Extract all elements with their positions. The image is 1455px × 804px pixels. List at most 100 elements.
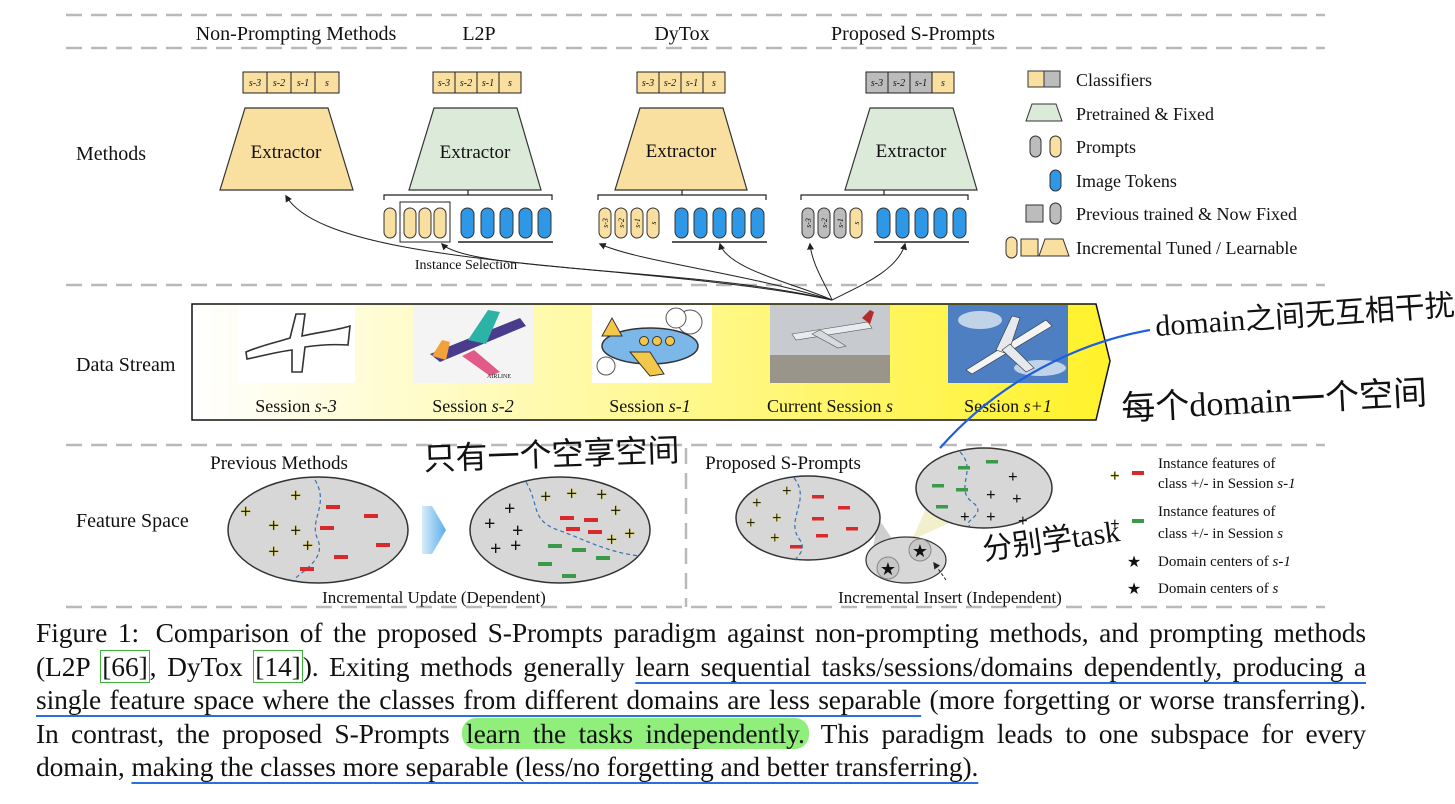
svg-text:AIRLINE: AIRLINE <box>487 374 511 380</box>
session-image-infographic: AIRLINE <box>413 305 533 383</box>
caption-text: , DyTox <box>149 650 254 682</box>
svg-text:+: + <box>240 501 251 523</box>
caption-text: This paradigm leads to one subspace for … <box>36 717 1367 783</box>
incremental-insert-label: Incremental Insert (Independent) <box>838 588 1062 607</box>
svg-text:Extractor: Extractor <box>440 142 511 163</box>
svg-text:s-3: s-3 <box>249 78 261 89</box>
update-arrow <box>422 506 446 554</box>
svg-text:+: + <box>1018 511 1028 530</box>
svg-text:s-3: s-3 <box>642 78 654 89</box>
svg-text:+: + <box>606 529 617 551</box>
svg-text:+: + <box>268 515 279 537</box>
svg-text:+: + <box>566 483 577 505</box>
row-label-methods: Methods <box>76 143 146 165</box>
svg-text:s-2: s-2 <box>617 218 626 228</box>
session-image-cartoon <box>592 305 712 383</box>
row-label-feature-space: Feature Space <box>76 510 189 532</box>
incremental-update-label: Incremental Update (Dependent) <box>322 588 546 607</box>
svg-text:+: + <box>484 513 495 535</box>
svg-text:+: + <box>960 507 970 526</box>
svg-text:+: + <box>510 535 521 557</box>
svg-text:+: + <box>596 484 607 506</box>
dytox-tokens <box>598 207 767 243</box>
svg-text:s-1: s-1 <box>482 78 494 89</box>
row-label-data-stream: Data Stream <box>76 354 176 376</box>
svg-text:s-2: s-2 <box>820 218 829 228</box>
svg-text:+: + <box>1012 489 1022 508</box>
svg-text:Extractor: Extractor <box>876 141 947 162</box>
previous-methods-title: Previous Methods <box>210 453 348 474</box>
svg-text:Instance features of: Instance features of <box>1158 456 1275 472</box>
session-label-3: Session s-1 <box>609 396 691 416</box>
svg-text:s-3: s-3 <box>871 78 883 89</box>
figure-diagram: Non-Prompting Methods L2P DyTox Proposed… <box>66 13 1455 609</box>
svg-text:+: + <box>540 486 551 508</box>
annotation-one-space-per-domain: 每个domain一个空间 <box>1120 374 1428 428</box>
svg-text:+: + <box>290 485 301 507</box>
legend-prompts: Prompts <box>1029 135 1136 158</box>
caption-underline-dependent: learn sequential tasks/sessions/domains … <box>36 650 1367 716</box>
svg-text:★: ★ <box>880 559 896 579</box>
svg-text:+: + <box>986 507 996 526</box>
svg-text:Pretrained & Fixed: Pretrained & Fixed <box>1076 104 1214 124</box>
column-header-l2p: L2P <box>462 23 495 45</box>
annotation-stroke <box>939 328 1151 449</box>
legend-pretrained: Pretrained & Fixed <box>1025 103 1214 124</box>
session-image-photo <box>770 305 890 383</box>
section-dividers <box>66 13 1325 609</box>
session-labels: Session s-3 Session s-2 Session s-1 Curr… <box>255 396 1052 416</box>
svg-text:s-1: s-1 <box>836 218 845 228</box>
svg-text:+: + <box>746 513 756 532</box>
legend-image-tokens: Image Tokens <box>1049 169 1177 192</box>
legend-classifiers: Classifiers <box>1027 70 1152 90</box>
citation-link-66[interactable]: [66] <box>100 649 150 683</box>
svg-text:s: s <box>649 221 658 224</box>
svg-text:+: + <box>1110 466 1120 485</box>
legend-instance-s: + Instance features of class +/- in Sess… <box>1110 504 1283 542</box>
svg-text:+: + <box>504 498 515 520</box>
figure-caption: Figure 1: Comparison of the proposed S-P… <box>36 616 1366 784</box>
svg-text:+: + <box>624 523 635 545</box>
legend-methods: Classifiers Pretrained & Fixed Prompts I… <box>1005 70 1297 259</box>
caption-text: (more forgetting or worse transferring).… <box>36 684 1366 749</box>
extractor-s-prompts: Extractor <box>844 107 978 191</box>
svg-text:+: + <box>610 500 621 522</box>
column-header-dytox: DyTox <box>654 23 709 45</box>
svg-text:s-1: s-1 <box>686 78 698 89</box>
s-prompts-prompt-labels: s-3 s-2 s-1 s <box>804 218 861 228</box>
caption-text: ). Exiting methods generally <box>302 650 625 682</box>
legend-domain-s: ★ Domain centers of s <box>1127 581 1279 598</box>
svg-text:Extractor: Extractor <box>251 142 322 163</box>
svg-text:+: + <box>752 493 762 512</box>
previous-space-before: ++++++ <box>227 476 409 584</box>
caption-underline-separable: making the classes more separable (less/… <box>131 751 979 782</box>
session-label-4: Current Session s <box>767 396 893 416</box>
svg-text:+: + <box>268 541 279 563</box>
svg-text:Instance features of: Instance features of <box>1158 504 1275 520</box>
dytox-prompt-labels: s-3 s-2 s-1 s <box>601 218 658 228</box>
svg-text:+: + <box>1110 514 1120 533</box>
svg-text:s: s <box>712 78 716 89</box>
svg-text:+: + <box>782 481 792 500</box>
extractor-dytox: Extractor <box>614 107 748 191</box>
svg-text:+: + <box>490 538 501 560</box>
citation-link-14[interactable]: [14] <box>253 649 303 683</box>
session-label-2: Session s-2 <box>432 396 514 416</box>
session-image-painting <box>948 305 1068 383</box>
svg-text:s: s <box>508 78 512 89</box>
column-header-s-prompts: Proposed S-Prompts <box>831 23 995 45</box>
svg-text:s-1: s-1 <box>633 218 642 228</box>
caption-text: Comparison of the proposed S-Prompts par… <box>36 617 1366 682</box>
flow-arrows <box>285 194 907 301</box>
legend-incremental: Incremental Tuned / Learnable <box>1005 236 1297 259</box>
svg-text:★: ★ <box>912 541 928 561</box>
svg-text:s: s <box>325 78 329 89</box>
proposed-space: ★ ★ +++++ ++++++ <box>735 447 1053 584</box>
legend-feature: + Instance features of class +/- in Sess… <box>1110 456 1296 598</box>
svg-text:+: + <box>290 520 301 542</box>
extractor-brackets <box>383 190 969 200</box>
